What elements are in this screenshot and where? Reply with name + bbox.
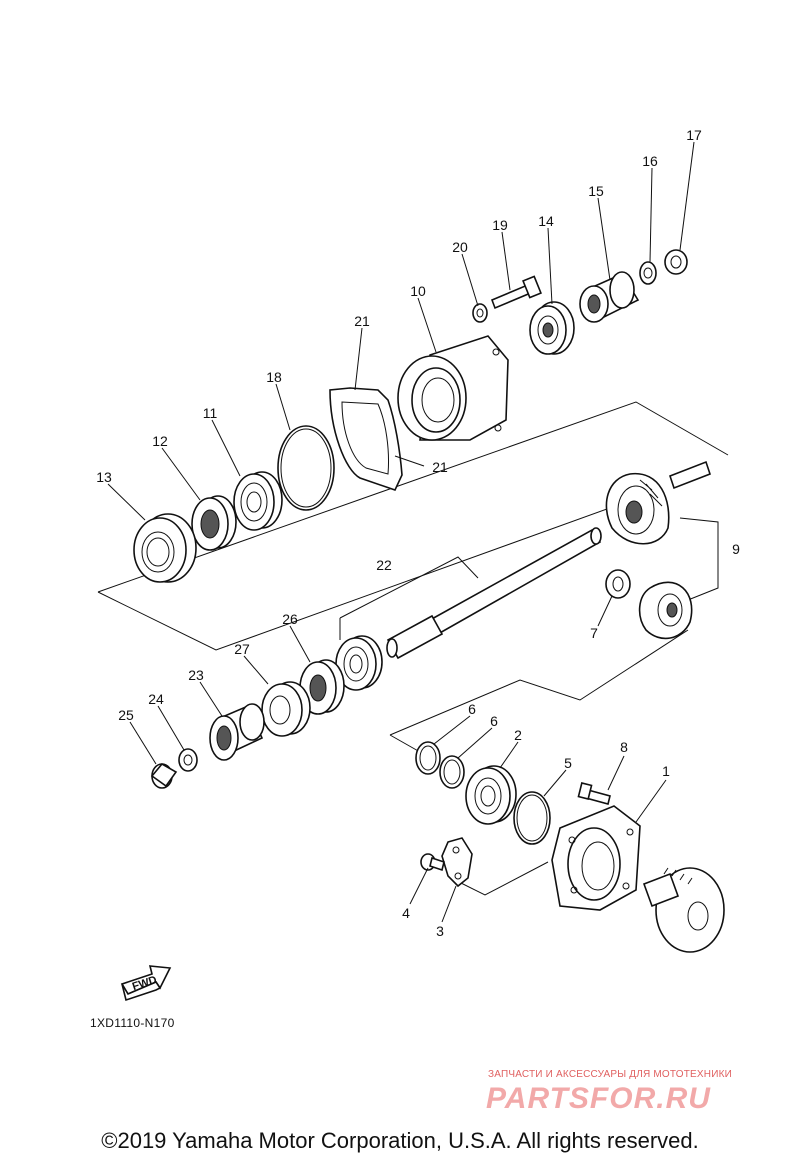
part-3-lock-plate xyxy=(441,837,473,888)
callout-21a: 21 xyxy=(354,313,370,329)
callout-19: 19 xyxy=(492,217,508,233)
part-16-washer xyxy=(639,261,657,285)
driven-gear xyxy=(642,867,725,953)
copyright-notice: ©2019 Yamaha Motor Corporation, U.S.A. A… xyxy=(101,1128,699,1153)
callout-7: 7 xyxy=(590,625,598,641)
callout-17: 17 xyxy=(686,127,702,143)
part-27-oil-seal xyxy=(261,681,311,737)
callout-14: 14 xyxy=(538,213,554,229)
part-21-gasket xyxy=(329,387,403,491)
callout-11: 11 xyxy=(203,405,218,421)
part-15-coupling xyxy=(579,271,640,323)
callout-22: 22 xyxy=(376,557,392,573)
part-5-o-ring xyxy=(513,791,551,845)
part-11-bearing xyxy=(233,471,283,531)
part-2-bearing xyxy=(465,765,517,825)
callout-27: 27 xyxy=(234,641,250,657)
callout-5: 5 xyxy=(564,755,572,771)
callout-24: 24 xyxy=(148,691,164,707)
part-19-bolt xyxy=(490,275,542,310)
callout-26: 26 xyxy=(282,611,298,627)
part-17-nut xyxy=(664,249,688,275)
part-14-bearing xyxy=(529,301,575,355)
part-7-nut xyxy=(605,569,631,599)
part-9-pinion-gear xyxy=(638,581,693,640)
group-outline-upper xyxy=(97,401,729,651)
callout-1: 1 xyxy=(662,763,670,779)
part-18-o-ring xyxy=(277,425,335,511)
callout-23: 23 xyxy=(188,667,204,683)
part-13-oil-seal xyxy=(133,513,197,583)
callout-labels: 1 2 3 4 5 6 6 7 8 9 10 11 12 13 14 15 16… xyxy=(96,127,740,939)
callout-9: 9 xyxy=(732,541,740,557)
callout-18: 18 xyxy=(266,369,282,385)
callout-13: 13 xyxy=(96,469,112,485)
part-10-housing xyxy=(397,335,509,441)
part-4-screw xyxy=(420,853,445,872)
fwd-arrow-icon: FWD xyxy=(120,965,172,1002)
part-1-bearing-housing xyxy=(551,805,641,911)
callout-4: 4 xyxy=(402,905,410,921)
diagram-code: 1XD1110-N170 xyxy=(90,1016,175,1030)
part-8-bolt xyxy=(577,782,611,805)
bracket-9 xyxy=(679,517,719,601)
part-24-washer xyxy=(178,748,198,772)
part-25-plug xyxy=(150,762,178,789)
part-6-shim-b xyxy=(439,755,465,789)
part-20-washer xyxy=(472,303,488,323)
callout-8: 8 xyxy=(620,739,628,755)
callout-6b: 6 xyxy=(490,713,498,729)
callout-21b: 21 xyxy=(432,459,448,475)
callout-6a: 6 xyxy=(468,701,476,717)
part-9-drive-gear xyxy=(605,460,711,545)
leader-lines xyxy=(107,141,695,923)
callout-10: 10 xyxy=(410,283,426,299)
callout-12: 12 xyxy=(152,433,168,449)
callout-15: 15 xyxy=(588,183,604,199)
part-22-shaft-bearing xyxy=(335,635,383,691)
part-26-collar xyxy=(299,659,345,715)
group-outline-lower xyxy=(389,629,689,896)
callout-25: 25 xyxy=(118,707,134,723)
part-23-needle-bearing xyxy=(209,703,265,761)
watermark-logo: PARTSFOR.RU xyxy=(486,1082,711,1115)
callout-20: 20 xyxy=(452,239,468,255)
part-22-drive-shaft xyxy=(386,527,602,660)
callout-3: 3 xyxy=(436,923,444,939)
callout-2: 2 xyxy=(514,727,522,743)
part-12-collar xyxy=(191,495,237,551)
group-outline-shaft xyxy=(339,556,479,640)
watermark-tagline: ЗАПЧАСТИ И АКСЕССУАРЫ ДЛЯ МОТОТЕХНИКИ xyxy=(488,1069,733,1080)
part-6-shim-a xyxy=(415,741,441,775)
callout-16: 16 xyxy=(642,153,658,169)
